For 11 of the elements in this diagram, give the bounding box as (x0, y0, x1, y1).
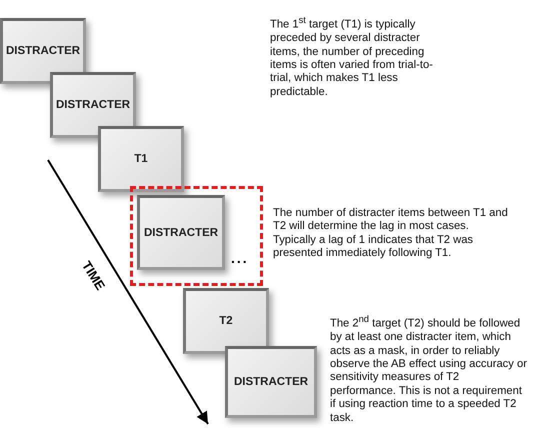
stimulus-card: DISTRACTER (0, 18, 86, 84)
highlight-frame (130, 186, 263, 286)
stimulus-card: T1 (98, 126, 184, 192)
stimulus-card: DISTRACTER (137, 195, 225, 270)
stimulus-card: T2 (183, 288, 269, 354)
stimulus-card: DISTRACTER (50, 72, 136, 138)
note-text: The 1$^{st}$ target (T1) is typically preceded by several distracter items, the number of preceding items is often varied from trial-to-trial, which makes T1 less predictable. (270, 14, 434, 100)
ellipsis-mark: ... (231, 250, 249, 266)
note-text: The number of distracter items between T1 and T2 will determine the lag in most cases. Typically a lag of 1 indicates that T2 was presented immediately following T1. (273, 207, 509, 261)
stimulus-card: DISTRACTER (225, 346, 317, 418)
note-text: The 2$^{nd}$ target (T2) should be followed by at least one distracter item, which acts as a mask, in order to reliably observe the AB effect using accuracy or sensitivity measures of T2 performance. This is not a requirement if using reaction time to a speeded T2 task. (330, 313, 528, 425)
